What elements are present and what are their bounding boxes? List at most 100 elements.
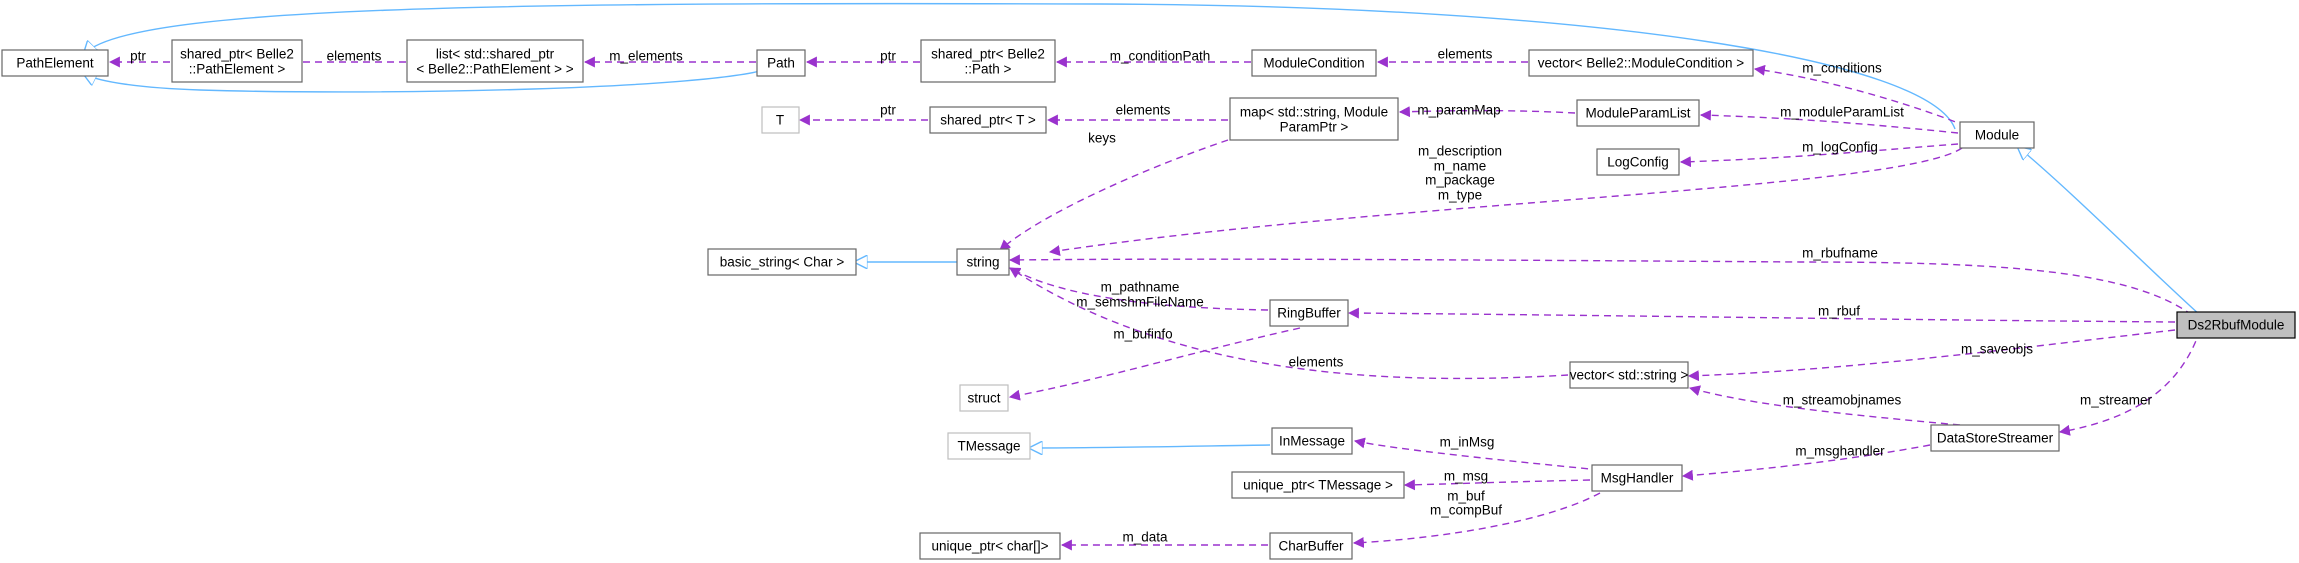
svg-text:LogConfig: LogConfig — [1607, 155, 1669, 170]
node-datastorestreamer[interactable]: DataStoreStreamer — [1930, 424, 2060, 452]
node-struct[interactable]: struct — [959, 384, 1009, 412]
node-charbuffer[interactable]: CharBuffer — [1269, 532, 1353, 560]
svg-text:shared_ptr< Belle2: shared_ptr< Belle2 — [180, 47, 294, 62]
svg-text:RingBuffer: RingBuffer — [1277, 306, 1341, 321]
node-string[interactable]: string — [956, 248, 1010, 276]
svg-text:T: T — [776, 113, 784, 128]
node-shared-ptr-pathelement[interactable]: shared_ptr< Belle2 ::PathElement > — [171, 39, 303, 83]
edge-label-m-parammap: m_paramMap — [1417, 103, 1500, 118]
usage-edge-m-logconfig — [1679, 143, 1959, 168]
edge-label-m-rbuf: m_rbuf — [1818, 304, 1860, 319]
svg-text:InMessage: InMessage — [1279, 434, 1345, 449]
inherit-edge-module-ds2rbuf — [2018, 147, 2201, 316]
node-ds2rbufmodule[interactable]: Ds2RbufModule — [2176, 311, 2296, 339]
node-vector-string[interactable]: vector< std::string > — [1569, 361, 1689, 389]
svg-text:DataStoreStreamer: DataStoreStreamer — [1937, 431, 2054, 446]
edge-label-ptr-path: ptr — [880, 49, 896, 64]
node-pathelement[interactable]: PathElement — [1, 49, 109, 77]
edge-label-m-logconfig: m_logConfig — [1802, 140, 1878, 155]
node-path[interactable]: Path — [756, 49, 806, 77]
node-tmessage[interactable]: TMessage — [947, 432, 1031, 460]
node-msghandler[interactable]: MsgHandler — [1591, 464, 1683, 492]
edge-label-elements-list: elements — [327, 49, 382, 64]
edge-label-m-buf: m_buf — [1447, 489, 1485, 504]
svg-text:unique_ptr< TMessage >: unique_ptr< TMessage > — [1243, 478, 1393, 493]
svg-text:ModuleCondition: ModuleCondition — [1263, 56, 1364, 71]
usage-edge-m-streamobjnames — [1688, 385, 1961, 426]
svg-text:vector< std::string >: vector< std::string > — [1570, 368, 1689, 383]
svg-text:::PathElement >: ::PathElement > — [189, 62, 286, 77]
edge-label-m-inmsg: m_inMsg — [1440, 435, 1495, 450]
node-shared-ptr-path[interactable]: shared_ptr< Belle2 ::Path > — [920, 39, 1056, 83]
edge-label-m-pathname: m_pathname — [1101, 280, 1180, 295]
edge-label-m-streamer: m_streamer — [2080, 393, 2153, 408]
svg-text:Path: Path — [767, 56, 795, 71]
inherit-edge-pathelement-path — [84, 69, 765, 93]
svg-text:ParamPtr >: ParamPtr > — [1280, 120, 1349, 135]
edge-label-elements-conditions: elements — [1438, 47, 1493, 62]
svg-text:TMessage: TMessage — [957, 439, 1020, 454]
svg-text:::Path >: ::Path > — [965, 62, 1012, 77]
edge-label-m-type: m_type — [1438, 188, 1482, 203]
node-unique-ptr-char[interactable]: unique_ptr< char[]> — [919, 532, 1061, 560]
edge-label-elements-map: elements — [1116, 103, 1171, 118]
edge-label-m-description: m_description — [1418, 144, 1502, 159]
usage-edge-m-streamer — [2058, 329, 2201, 436]
node-logconfig[interactable]: LogConfig — [1596, 148, 1680, 176]
edge-label-m-elements: m_elements — [609, 49, 683, 64]
edge-label-m-data: m_data — [1122, 530, 1168, 545]
edge-label-ptr-pathelement: ptr — [130, 49, 146, 64]
usage-edge-m-conditions — [1753, 64, 1967, 127]
usage-edge-m-rbufname — [1008, 254, 2193, 316]
svg-text:Ds2RbufModule: Ds2RbufModule — [2188, 318, 2285, 333]
edge-label-m-msg: m_msg — [1444, 469, 1488, 484]
svg-text:map< std::string, Module: map< std::string, Module — [1240, 105, 1388, 120]
inherit-edge-pathelement-module — [84, 2, 1956, 130]
svg-text:unique_ptr< char[]>: unique_ptr< char[]> — [931, 539, 1048, 554]
svg-text:CharBuffer: CharBuffer — [1278, 539, 1344, 554]
edge-label-m-moduleparamlist: m_moduleParamList — [1780, 105, 1904, 120]
usage-edge-m-inmsg — [1353, 437, 1601, 471]
edge-label-m-streamobjnames: m_streamobjnames — [1783, 393, 1902, 408]
edge-label-m-conditionpath: m_conditionPath — [1110, 49, 1211, 64]
node-ringbuffer[interactable]: RingBuffer — [1269, 299, 1349, 327]
svg-text:list< std::shared_ptr: list< std::shared_ptr — [436, 47, 555, 62]
node-unique-ptr-tmessage[interactable]: unique_ptr< TMessage > — [1231, 471, 1405, 499]
edge-label-m-bufinfo: m_bufinfo — [1113, 327, 1172, 342]
node-T[interactable]: T — [761, 106, 800, 134]
edge-label-m-package: m_package — [1425, 173, 1495, 188]
usage-edge-elements-vecstring — [1009, 267, 1569, 380]
edge-label-m-rbufname: m_rbufname — [1802, 246, 1878, 261]
edge-label-elements-vecstring: elements — [1289, 355, 1344, 370]
usage-edge-charbuf — [1352, 492, 1601, 548]
node-vector-modulecondition[interactable]: vector< Belle2::ModuleCondition > — [1528, 49, 1754, 77]
nodes: PathElement shared_ptr< Belle2 ::PathEle… — [1, 39, 2296, 560]
usage-edge-m-parammap — [1398, 106, 1576, 118]
node-modulecondition[interactable]: ModuleCondition — [1251, 49, 1377, 77]
usage-edge-module-strings — [1048, 147, 1963, 256]
edge-label-keys: keys — [1088, 131, 1116, 146]
usage-edge-m-rbuf — [1347, 307, 2176, 323]
node-basic-string[interactable]: basic_string< Char > — [707, 248, 857, 276]
svg-text:struct: struct — [967, 391, 1000, 406]
edges — [84, 2, 2201, 551]
node-module[interactable]: Module — [1959, 121, 2035, 149]
svg-text:ModuleParamList: ModuleParamList — [1585, 106, 1690, 121]
node-moduleparamlist[interactable]: ModuleParamList — [1576, 99, 1700, 127]
edge-label-m-compbuf: m_compBuf — [1430, 503, 1502, 518]
node-inmessage[interactable]: InMessage — [1271, 427, 1353, 455]
edge-label-m-conditions: m_conditions — [1802, 61, 1882, 76]
inherit-edge-tmessage-inmessage — [1030, 445, 1271, 448]
svg-text:Module: Module — [1975, 128, 2019, 143]
svg-text:MsgHandler: MsgHandler — [1601, 471, 1674, 486]
usage-edge-m-moduleparamlist — [1699, 109, 1959, 134]
edge-label-m-semshmfilename: m_semshmFileName — [1076, 295, 1204, 310]
svg-text:PathElement: PathElement — [16, 56, 94, 71]
node-map-string[interactable]: map< std::string, Module ParamPtr > — [1229, 97, 1399, 141]
node-shared-ptr-T[interactable]: shared_ptr< T > — [929, 106, 1047, 134]
usage-edge-m-msg — [1403, 479, 1591, 491]
edge-labels: ptr elements m_elements ptr m_conditionP… — [130, 47, 2152, 545]
svg-text:shared_ptr< Belle2: shared_ptr< Belle2 — [931, 47, 1045, 62]
node-list-shared-ptr[interactable]: list< std::shared_ptr < Belle2::PathElem… — [406, 39, 584, 83]
